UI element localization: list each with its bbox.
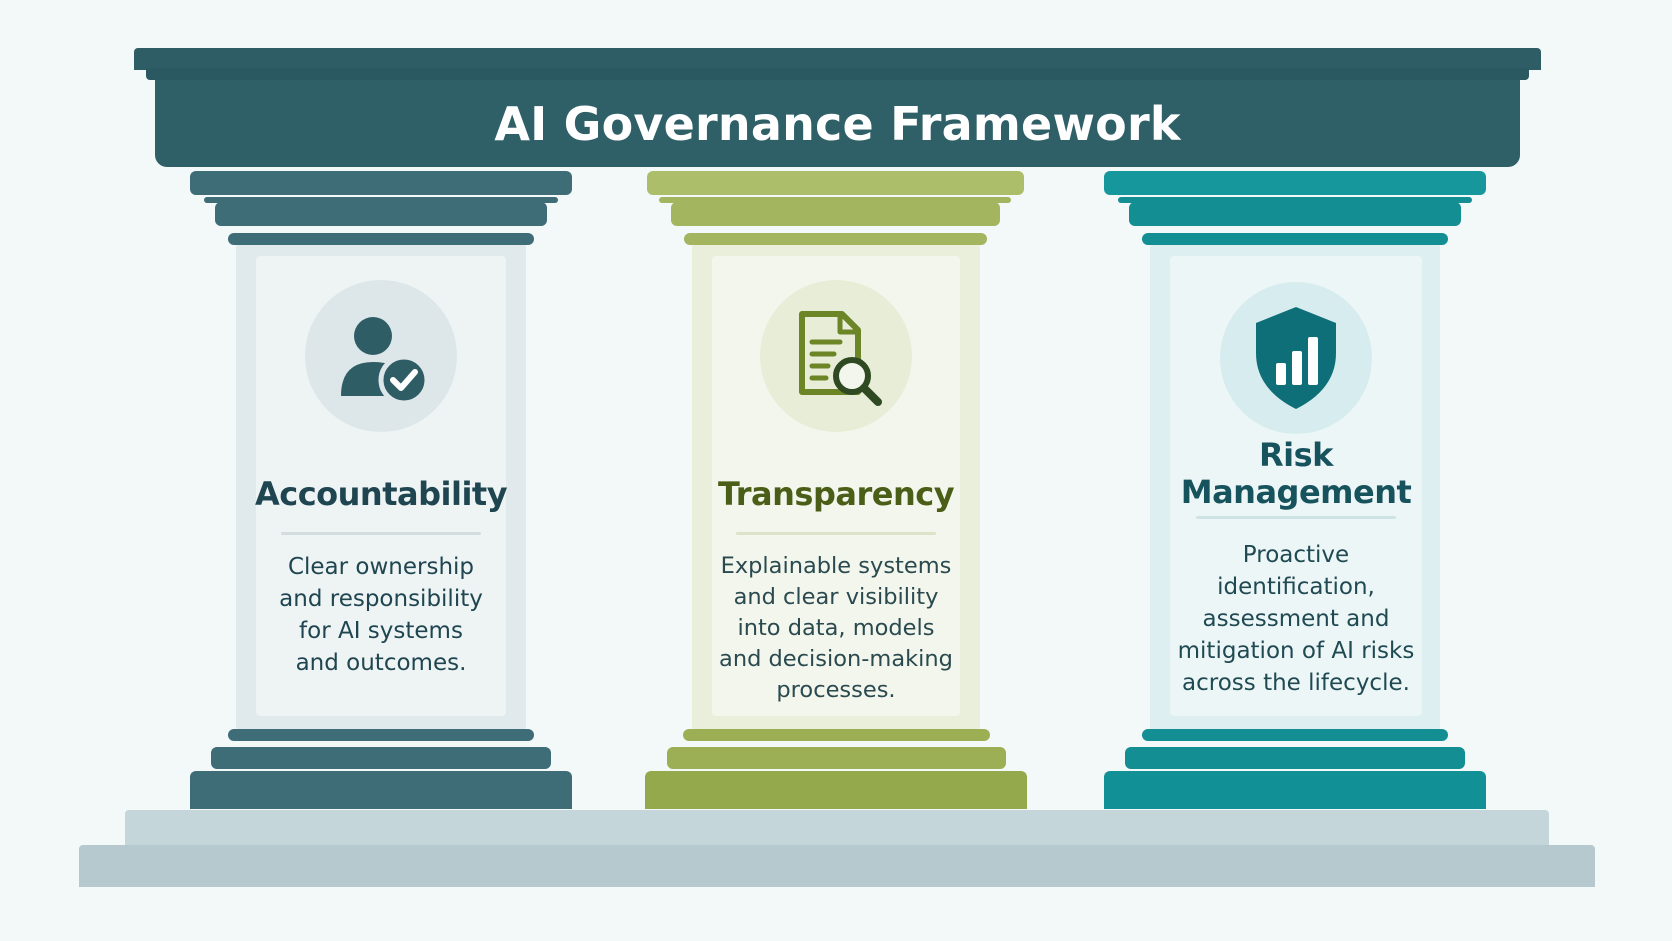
pillar-capital-line: [204, 197, 558, 203]
pillar-description: Proactive identification, assessment and…: [1177, 542, 1415, 696]
pillar-capital-line: [659, 197, 1011, 203]
pillar-base-bottom: [190, 771, 572, 809]
pillar-capital-line: [1118, 197, 1472, 203]
pillar-panel: Risk Management Proactive identification…: [1170, 256, 1422, 716]
user-check-icon: [341, 317, 429, 404]
foundation-step-upper: [125, 810, 1549, 846]
roof-banner: AI Governance Framework: [155, 80, 1520, 167]
pillar-capital-bottom: [228, 233, 534, 245]
pillar-capital-mid: [671, 202, 1000, 226]
pillar-description: Explainable systems and clear visibility…: [719, 553, 953, 703]
pillar-base-mid: [1125, 747, 1465, 769]
pillar-base-mid: [667, 747, 1006, 769]
pillar-base-top: [683, 729, 990, 741]
pillar-capital-top: [1104, 171, 1486, 195]
pillar-base-top: [1142, 729, 1448, 741]
roof-molding: [146, 68, 1529, 80]
pillar-panel: Transparency Explainable systems and cle…: [712, 256, 960, 716]
pillar-capital-mid: [215, 202, 547, 226]
pillar-panel: Accountability Clear ownership and respo…: [254, 256, 508, 716]
pillar-capital-top: [190, 171, 572, 195]
roof-cornice: [134, 48, 1541, 70]
foundation-step-lower: [79, 845, 1595, 887]
pillar-title: Transparency: [717, 475, 955, 513]
pillar-base-mid: [211, 747, 551, 769]
shield-chart-icon: [1256, 307, 1336, 409]
pillar-divider: [1196, 516, 1396, 519]
pillar-capital-bottom: [1142, 233, 1448, 245]
pillar-capital-bottom: [684, 233, 987, 245]
pillar-base-bottom: [1104, 771, 1486, 809]
pillar-divider: [736, 532, 936, 535]
pillar-base-bottom: [645, 771, 1027, 809]
document-search-icon: [799, 311, 882, 406]
pillar-description: Clear ownership and responsibility for A…: [279, 554, 483, 676]
framework-title: AI Governance Framework: [494, 96, 1181, 151]
icon-badge: [305, 280, 457, 432]
pillar-divider: [281, 532, 481, 535]
pillar-base-top: [228, 729, 534, 741]
pillar-title: Accountability: [254, 475, 508, 513]
icon-badge: [1220, 282, 1372, 434]
pillar-title: Risk Management: [1180, 436, 1412, 511]
icon-badge: [760, 280, 912, 432]
pillar-capital-top: [647, 171, 1024, 195]
pillar-capital-mid: [1129, 202, 1461, 226]
